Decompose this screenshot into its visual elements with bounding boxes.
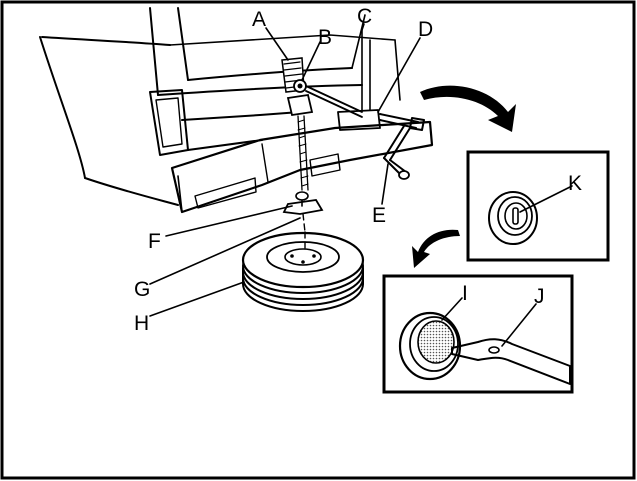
tail-light (149, 89, 189, 156)
leader-i (441, 297, 463, 321)
hoist-cable (297, 115, 309, 191)
callout-b: B (318, 26, 332, 49)
leader-j (501, 303, 537, 347)
lock-access-cap (398, 311, 462, 381)
leader-c (361, 23, 365, 31)
callout-i: I (462, 282, 468, 305)
callout-c: C (357, 5, 372, 28)
callout-k: K (568, 172, 582, 195)
callout-a: A (252, 8, 266, 31)
callout-d: D (418, 18, 433, 41)
spare-tire (241, 231, 365, 312)
leader-k (519, 185, 573, 213)
wrench-key-inset (382, 274, 574, 394)
rear-bumper (170, 120, 434, 214)
callout-e: E (372, 204, 386, 227)
wrench-key-end (451, 338, 571, 385)
leader-f (165, 205, 293, 237)
arrow-to-lock-inset (420, 85, 516, 132)
lug-wrench-extension (379, 113, 425, 180)
arrow-to-key-inset (412, 229, 460, 268)
leader-lines (149, 23, 573, 347)
callout-f: F (148, 230, 161, 253)
leader-e (381, 163, 389, 205)
callout-h: H (134, 312, 149, 335)
leader-g (149, 217, 301, 285)
callout-j: J (534, 285, 545, 308)
vehicle-rear (39, 7, 434, 214)
lock-cylinder-inset (466, 150, 610, 262)
leader-h (149, 281, 245, 317)
hoist-shaft-nut (293, 79, 363, 118)
tire-retainer (282, 191, 324, 215)
leader-b (301, 41, 321, 81)
hoist-assembly (281, 57, 363, 233)
callout-g: G (134, 278, 150, 301)
leader-d (377, 37, 421, 113)
lock-cylinder (488, 191, 538, 245)
leader-a (265, 27, 289, 61)
